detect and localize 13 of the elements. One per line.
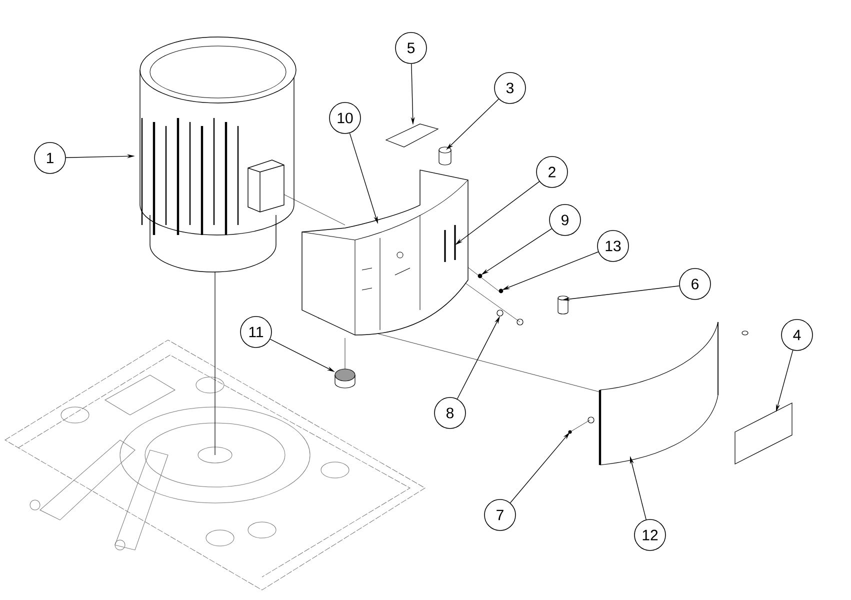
callout-number: 7 xyxy=(484,499,516,531)
callout-number: 11 xyxy=(240,316,272,348)
callout-number: 5 xyxy=(395,32,427,64)
callout-number: 12 xyxy=(634,519,666,551)
callout-number: 9 xyxy=(549,204,581,236)
callout-number: 10 xyxy=(329,102,361,134)
callout-number: 8 xyxy=(434,397,466,429)
callout-number: 3 xyxy=(494,72,526,104)
callout-number: 2 xyxy=(536,156,568,188)
callout-number: 4 xyxy=(781,319,813,351)
callout-number: 1 xyxy=(34,142,66,174)
callout-number: 6 xyxy=(679,268,711,300)
callout-number: 13 xyxy=(597,230,629,262)
